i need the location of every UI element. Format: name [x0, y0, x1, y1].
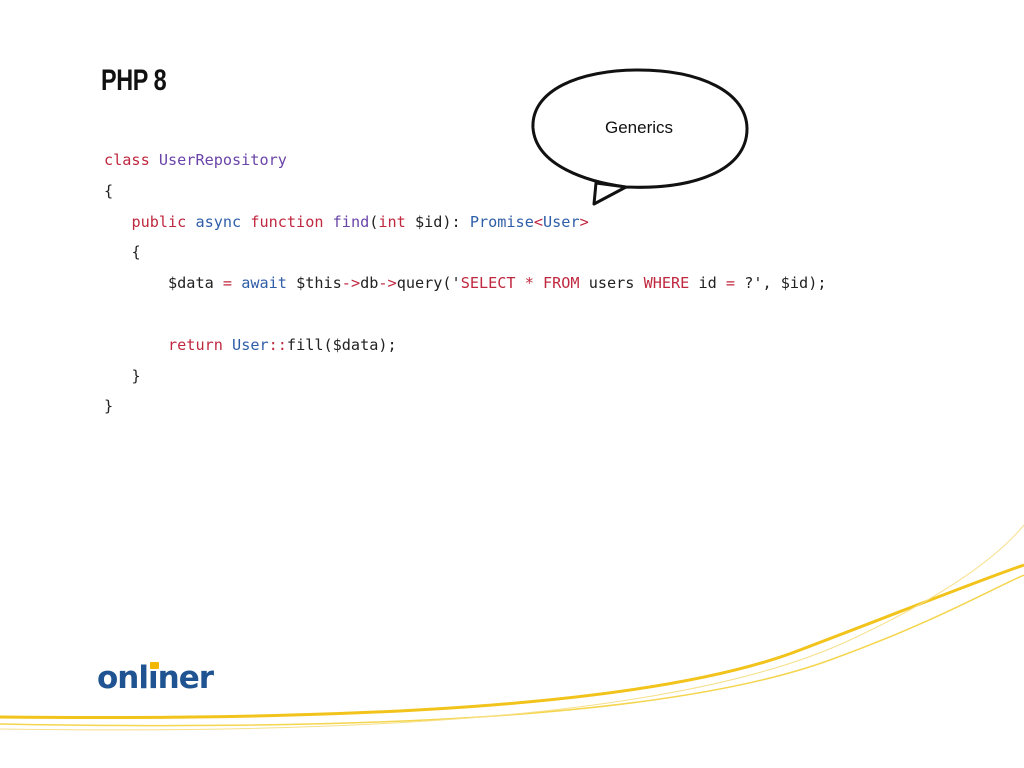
code-class-name: User [232, 335, 269, 354]
code-brace: } [131, 366, 141, 385]
code-text: query(' [396, 274, 461, 293]
code-keyword: function [250, 212, 324, 231]
code-text: users [579, 274, 644, 293]
code-function-name: find [332, 212, 370, 231]
code-keyword: await [241, 274, 287, 293]
code-sql-keyword: WHERE [643, 274, 690, 293]
code-brace: } [104, 397, 114, 416]
logo-text-i: i [148, 660, 159, 696]
code-text: id [689, 274, 726, 293]
code-text: fill($data); [286, 335, 397, 354]
code-keyword: async [195, 212, 242, 231]
code-operator: = [222, 274, 233, 293]
speech-bubble-shape [531, 68, 749, 206]
code-operator: :: [268, 335, 287, 354]
logo-text: onl [97, 660, 149, 696]
code-brace: { [104, 181, 114, 200]
code-line: } [104, 391, 826, 422]
code-line: } [104, 361, 826, 392]
code-text: ( [369, 212, 379, 231]
code-brace: { [131, 243, 141, 262]
speech-bubble-callout: Generics [528, 66, 752, 208]
slide-title: PHP 8 [101, 64, 167, 97]
code-sql-keyword: SELECT * FROM [460, 274, 580, 293]
code-type: Promise [469, 212, 534, 231]
code-operator: -> [341, 274, 361, 293]
code-line: { [104, 176, 826, 207]
code-operator: -> [378, 274, 397, 293]
code-variable: $this [286, 274, 342, 293]
code-text: db [360, 274, 379, 293]
code-keyword: public [131, 212, 187, 231]
onliner-logo: onliner [97, 660, 214, 696]
code-keyword: return [168, 335, 223, 354]
code-block: class UserRepository { public async func… [104, 145, 826, 422]
code-text: ?', $id); [735, 274, 827, 293]
code-type: int [378, 212, 406, 231]
code-text: $id): [405, 212, 470, 231]
code-keyword: class [104, 151, 150, 169]
code-line: { [104, 237, 826, 268]
code-class-name: UserRepository [158, 151, 287, 169]
code-line: public async function find(int $id): Pro… [104, 207, 826, 238]
code-line: $data = await $this->db->query('SELECT *… [104, 268, 826, 299]
code-line-blank [104, 299, 826, 330]
code-variable: $data [168, 274, 214, 293]
code-line: return User::fill($data); [104, 330, 826, 361]
code-operator: = [725, 274, 736, 293]
code-operator: < [533, 212, 544, 231]
code-type: User [543, 212, 580, 231]
callout-text: Generics [604, 118, 674, 137]
code-operator: > [579, 212, 589, 231]
logo-text: ner [157, 660, 214, 696]
code-line: class UserRepository [104, 145, 826, 176]
